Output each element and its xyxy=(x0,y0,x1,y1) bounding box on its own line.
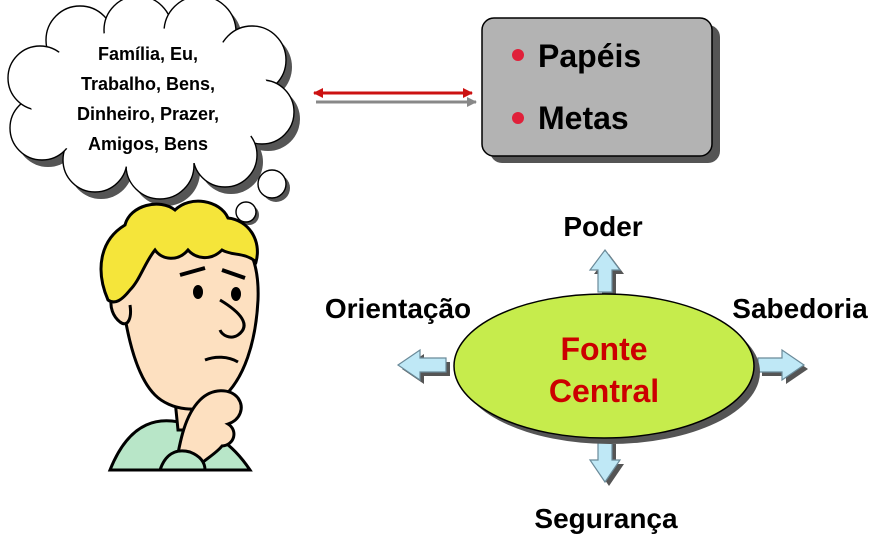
roles-item-metas: Metas xyxy=(538,100,629,136)
arrow-right-icon xyxy=(757,348,808,384)
arrow-down-icon xyxy=(588,439,624,486)
label-sabedoria: Sabedoria xyxy=(732,293,868,324)
label-orientacao: Orientação xyxy=(325,293,471,324)
label-poder: Poder xyxy=(563,211,642,242)
bubble-line-2: Trabalho, Bens, xyxy=(81,74,215,94)
bullet-icon xyxy=(512,49,524,61)
bubble-line-3: Dinheiro, Prazer, xyxy=(77,104,219,124)
thought-bubble-icon xyxy=(7,0,300,246)
center-line-1: Fonte xyxy=(560,331,647,367)
bubble-line-1: Família, Eu, xyxy=(98,44,198,64)
arrow-up-icon xyxy=(588,249,624,296)
center-ellipse xyxy=(453,293,755,439)
roles-item-papeis: Papéis xyxy=(538,38,641,74)
label-seguranca: Segurança xyxy=(534,503,678,534)
bullet-icon xyxy=(512,112,524,124)
center-line-2: Central xyxy=(549,373,659,409)
arrow-left-icon xyxy=(396,348,450,384)
bubble-line-4: Amigos, Bens xyxy=(88,134,208,154)
roles-box xyxy=(481,17,713,157)
thinking-man-icon xyxy=(99,199,260,472)
